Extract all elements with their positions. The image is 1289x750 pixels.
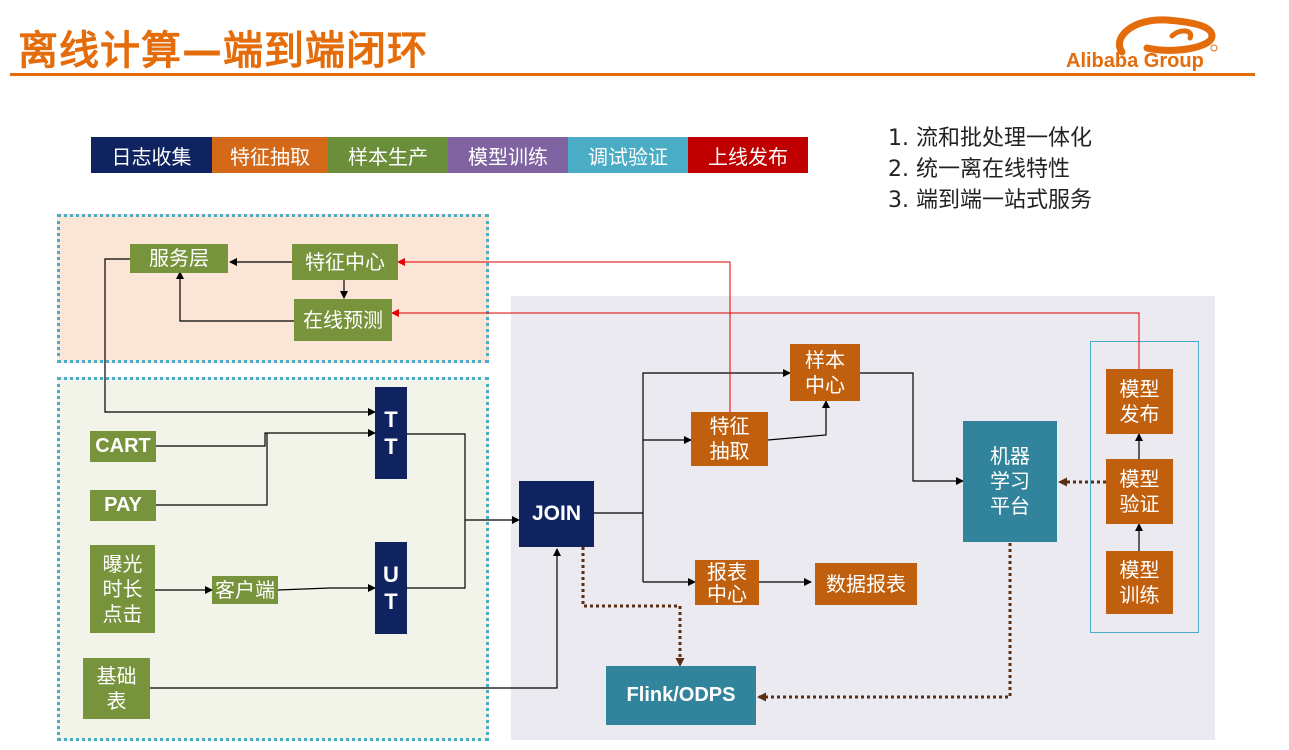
cart-node: CART: [90, 431, 156, 462]
note-2: 2. 统一离在线特性: [888, 157, 1070, 182]
sample-center-line-2: 中心: [805, 372, 845, 397]
online-region: [57, 214, 489, 363]
model-region: [1090, 341, 1199, 633]
legend-debug-verify: 调试验证: [568, 137, 688, 173]
report-center-line-1: 报表: [707, 559, 747, 584]
note-1: 1. 流和批处理一体化: [888, 126, 1092, 151]
model-verify-line-1: 模型: [1119, 466, 1160, 491]
model-publish-node: 模型 发布: [1106, 369, 1173, 434]
ml-platform-line-3: 平台: [990, 494, 1030, 518]
base-table-line-2: 表: [106, 688, 127, 713]
legend-log-collect: 日志收集: [91, 137, 212, 173]
sample-center-line-1: 样本: [805, 347, 845, 372]
logo-text: Alibaba Group: [1066, 50, 1204, 72]
ml-platform-line-2: 学习: [990, 469, 1030, 493]
model-train-node: 模型 训练: [1106, 551, 1173, 614]
report-center-line-2: 中心: [707, 581, 747, 606]
ut-node: U T: [375, 542, 407, 634]
client-node: 客户端: [212, 576, 278, 604]
data-report-node: 数据报表: [815, 563, 917, 605]
tt-line-2: T: [384, 434, 398, 459]
exposure-line-3: 点击: [102, 601, 143, 626]
service-layer-node: 服务层: [130, 244, 228, 273]
alibaba-logo-icon: [1116, 16, 1218, 56]
tt-line-1: T: [384, 406, 398, 432]
title-divider: [10, 73, 1255, 76]
legend-model-training: 模型训练: [448, 137, 568, 173]
feature-extract-node: 特征 抽取: [691, 412, 768, 466]
exposure-line-1: 曝光: [102, 551, 143, 576]
online-predict-node: 在线预测: [294, 299, 392, 341]
tt-node: T T: [375, 387, 407, 479]
flink-odps-node: Flink/ODPS: [606, 666, 756, 725]
exposure-node: 曝光 时长 点击: [90, 545, 155, 633]
model-train-line-2: 训练: [1119, 582, 1160, 607]
model-publish-line-1: 模型: [1119, 376, 1160, 401]
sample-center-node: 样本 中心: [790, 344, 860, 401]
feature-extract-line-1: 特征: [709, 414, 750, 438]
legend-online-publish: 上线发布: [688, 137, 808, 173]
ut-line-1: U: [383, 561, 399, 587]
ml-platform-line-1: 机器: [990, 444, 1030, 468]
model-verify-line-2: 验证: [1119, 491, 1160, 516]
model-train-line-1: 模型: [1119, 557, 1160, 582]
feature-center-node: 特征中心: [292, 244, 398, 280]
legend-feature-extract: 特征抽取: [212, 137, 328, 173]
legend-sample-production: 样本生产: [328, 137, 448, 173]
model-verify-node: 模型 验证: [1106, 459, 1173, 524]
report-center-node: 报表 中心: [695, 560, 759, 605]
base-table-line-1: 基础: [96, 663, 137, 688]
model-publish-line-2: 发布: [1119, 401, 1160, 426]
base-table-node: 基础 表: [83, 658, 150, 719]
feature-extract-line-2: 抽取: [709, 439, 750, 463]
note-3: 3. 端到端一站式服务: [888, 188, 1092, 213]
page-title: 离线计算—端到端闭环: [18, 28, 428, 74]
ut-line-2: T: [384, 589, 398, 614]
exposure-line-2: 时长: [102, 576, 143, 601]
ml-platform-node: 机器 学习 平台: [963, 421, 1057, 542]
join-node: JOIN: [519, 481, 594, 547]
pay-node: PAY: [90, 490, 156, 521]
